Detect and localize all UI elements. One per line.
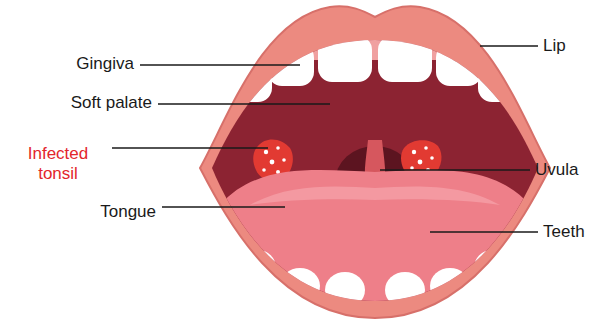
part-label: Soft palate bbox=[71, 93, 152, 113]
part-label: Gingiva bbox=[76, 54, 134, 74]
leader-line bbox=[112, 147, 268, 149]
leader-line bbox=[480, 45, 538, 47]
leader-line bbox=[158, 103, 330, 105]
leader-line bbox=[380, 169, 530, 171]
tooth bbox=[385, 272, 425, 308]
tooth bbox=[436, 44, 482, 86]
part-label: Uvula bbox=[535, 160, 578, 180]
tooth bbox=[378, 36, 432, 82]
tooth bbox=[318, 36, 372, 82]
highlight-label: Infected tonsil bbox=[8, 144, 108, 184]
part-label: Teeth bbox=[543, 222, 585, 242]
tongue-shape bbox=[220, 170, 530, 306]
lip-shape bbox=[200, 6, 550, 318]
leader-line bbox=[162, 206, 285, 208]
tooth bbox=[232, 62, 272, 102]
part-label: Tongue bbox=[100, 202, 156, 222]
gum bbox=[200, 36, 550, 120]
tooth bbox=[280, 268, 320, 304]
leader-line bbox=[140, 64, 300, 66]
tooth bbox=[474, 250, 510, 286]
tooth bbox=[240, 250, 276, 286]
tooth bbox=[478, 62, 518, 102]
tooth bbox=[430, 268, 470, 304]
leader-line bbox=[430, 231, 538, 233]
tongue-highlight bbox=[250, 186, 500, 205]
tooth bbox=[325, 272, 365, 308]
part-label: Lip bbox=[543, 36, 566, 56]
